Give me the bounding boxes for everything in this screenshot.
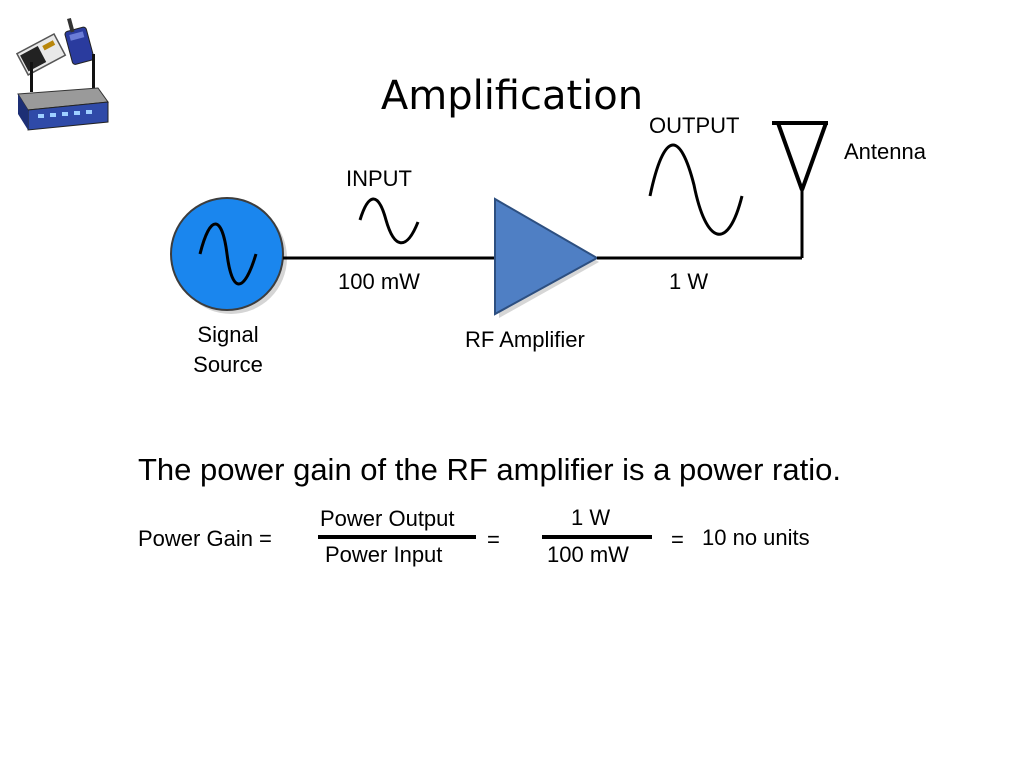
slide-title: Amplification [380, 73, 644, 119]
signal-source-label-line1: Signal [197, 322, 259, 347]
antenna-left [776, 122, 804, 191]
gain-result: 10 no units [702, 525, 810, 550]
equals-sign-2: = [671, 527, 684, 552]
denominator-words: Power Input [325, 542, 443, 567]
explanation-sentence: The power gain of the RF amplifier is a … [138, 452, 841, 487]
output-label: OUTPUT [649, 113, 740, 138]
signal-source-label: Signal Source [176, 322, 280, 378]
input-label: INPUT [346, 166, 412, 191]
input-power: 100 mW [338, 269, 420, 294]
fraction-bar-values [542, 535, 652, 539]
numerator-value: 1 W [571, 505, 611, 530]
output-power: 1 W [669, 269, 709, 294]
numerator-words: Power Output [320, 506, 455, 531]
rf-amplifier [494, 197, 600, 316]
antenna-right [800, 122, 828, 191]
source-sine-wave [198, 222, 258, 286]
power-gain-lhs: Power Gain = [138, 526, 272, 551]
output-sine-wave [648, 143, 744, 236]
router-devices-icon [15, 17, 109, 131]
antenna-label: Antenna [844, 139, 926, 164]
input-sine-wave [358, 197, 420, 245]
denominator-value: 100 mW [547, 542, 629, 567]
fraction-bar-words [318, 535, 476, 539]
equals-sign-1: = [487, 527, 500, 552]
signal-source-label-line2: Source [193, 352, 263, 377]
rf-amplifier-label: RF Amplifier [465, 327, 585, 352]
